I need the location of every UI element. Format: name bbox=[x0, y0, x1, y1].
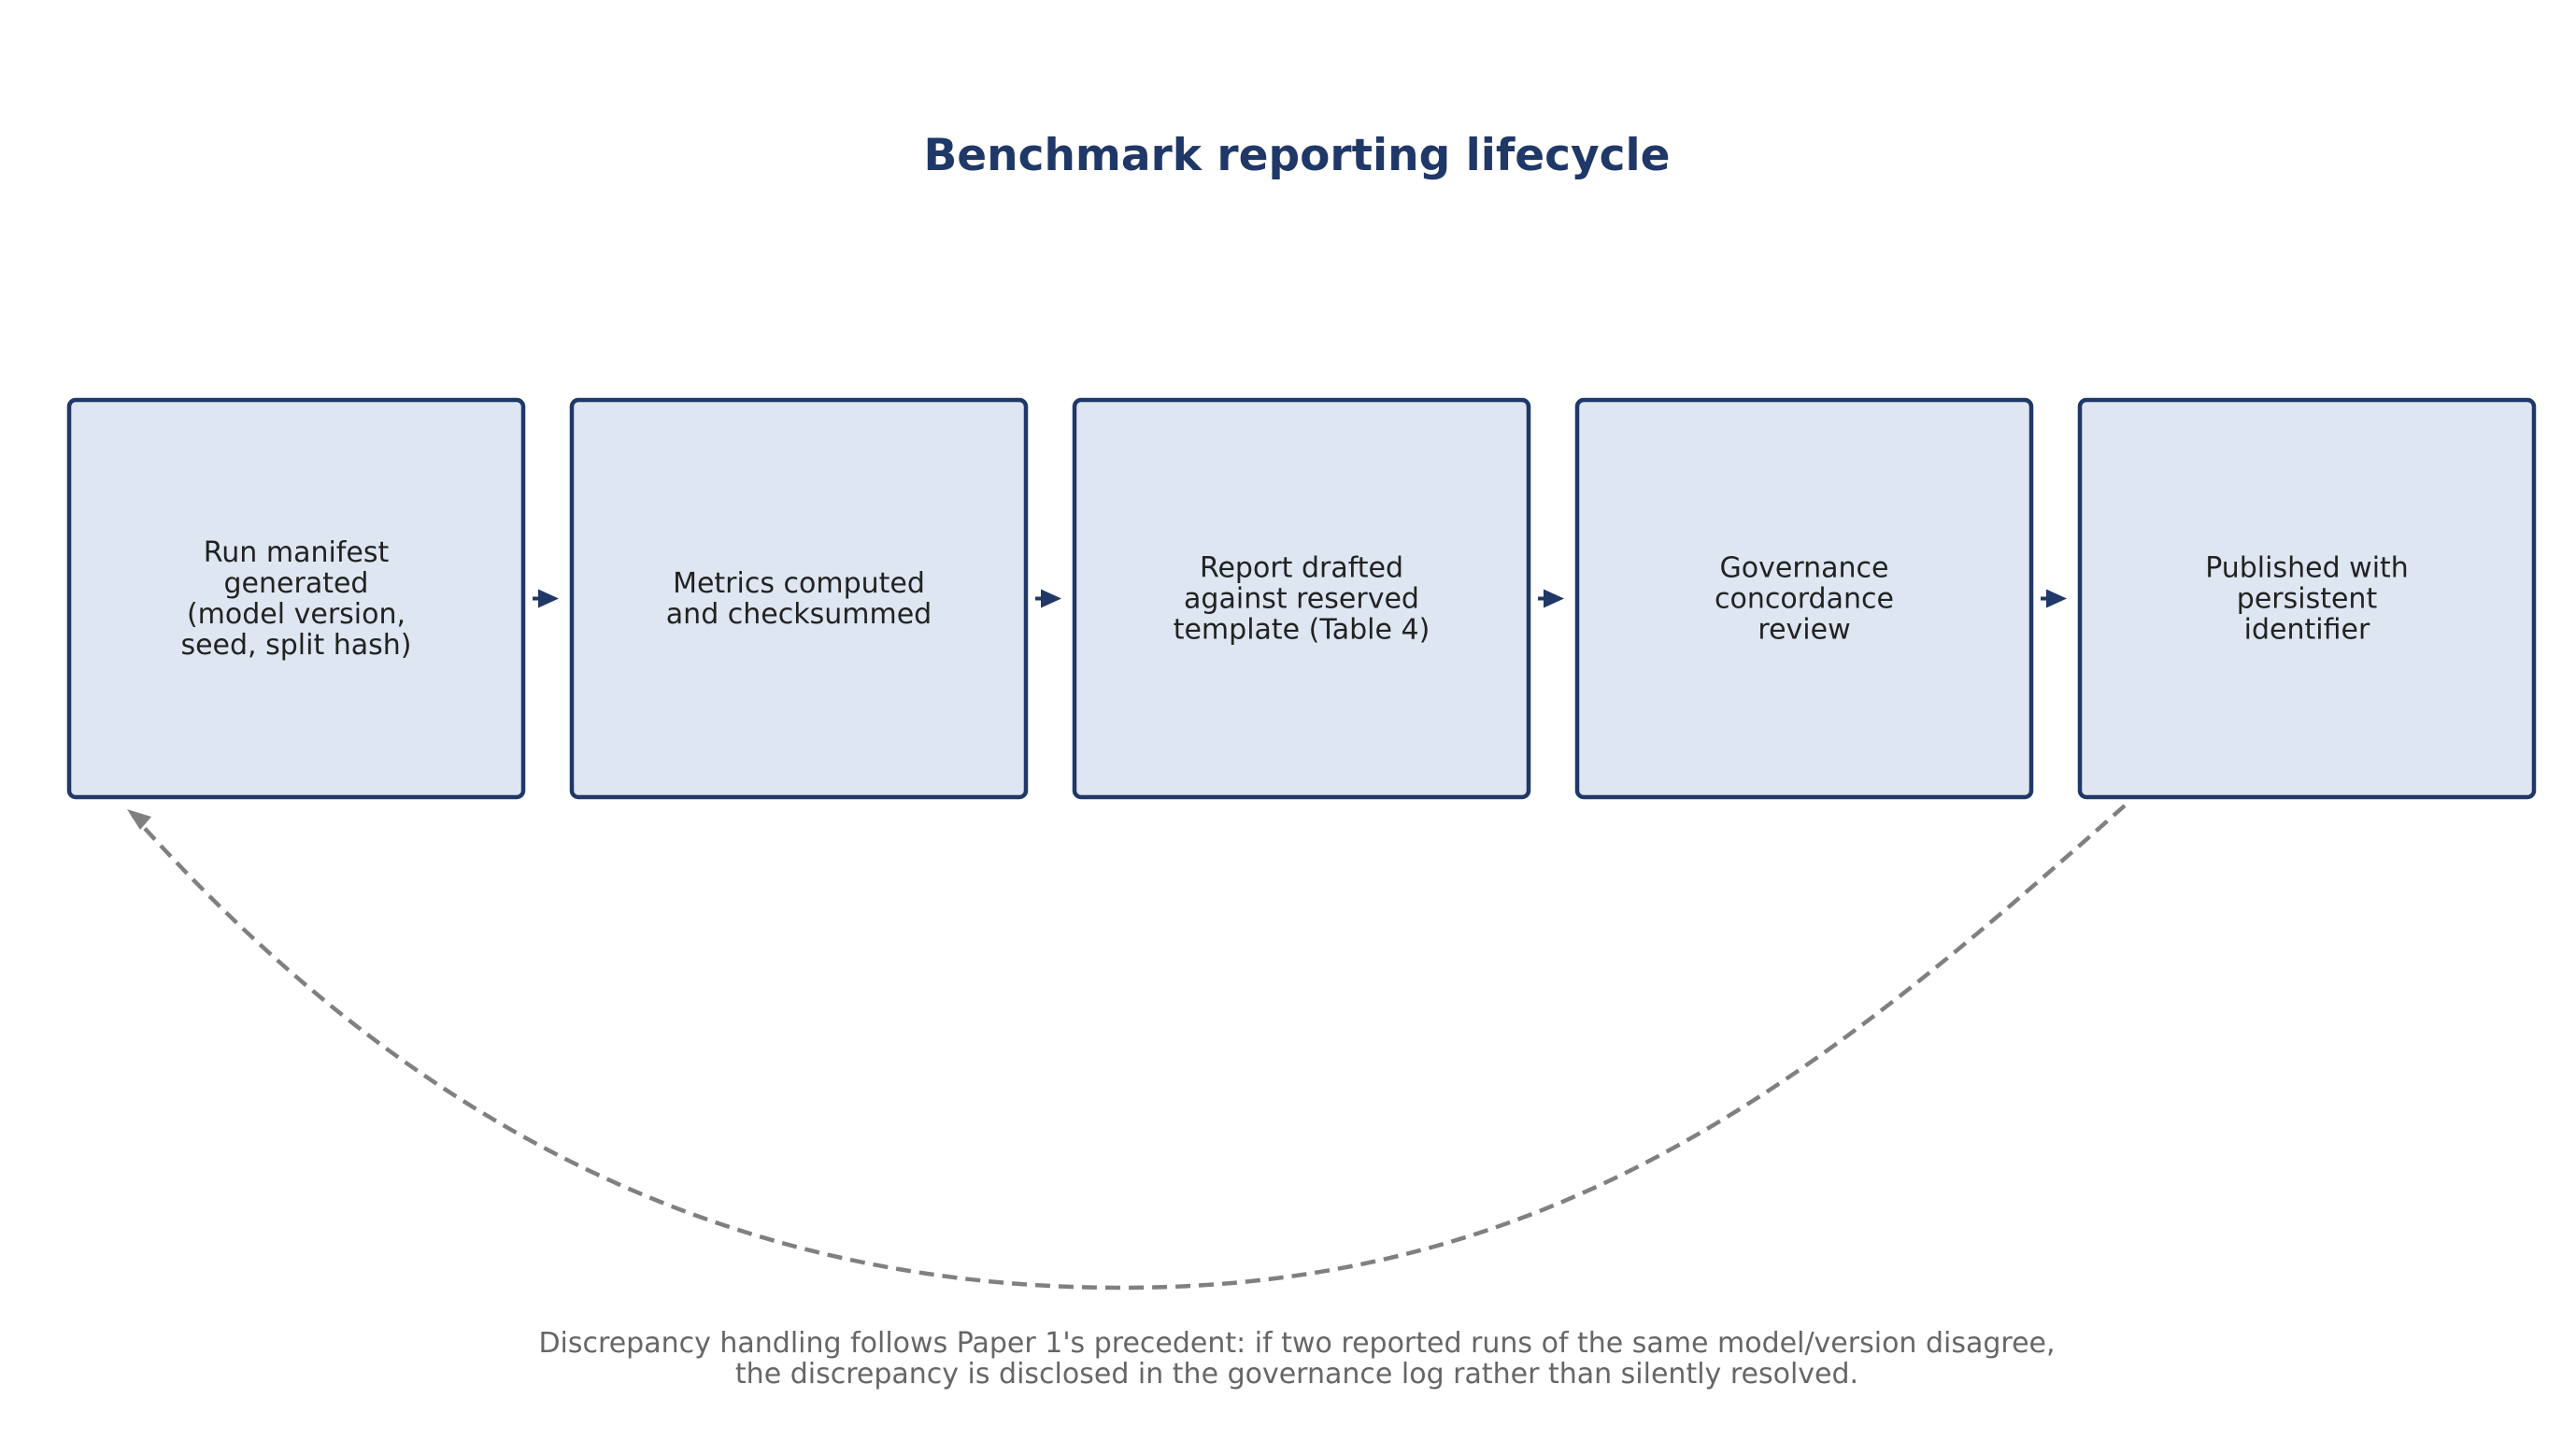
step-box bbox=[2077, 397, 2537, 800]
step-label-line: template (Table 4) bbox=[1174, 614, 1430, 647]
caption-line-2: the discrepancy is disclosed in the gove… bbox=[735, 1358, 1858, 1391]
step-arrow-2 bbox=[1041, 589, 1061, 608]
step-label-line: Published with bbox=[2205, 552, 2409, 585]
step-label-line: Governance bbox=[1720, 552, 1889, 585]
step-box bbox=[569, 397, 1029, 800]
step-label-line: persistent bbox=[2237, 583, 2378, 616]
step-box bbox=[66, 397, 526, 800]
step-box bbox=[1574, 397, 2034, 800]
feedback-loop-arrow bbox=[131, 804, 2127, 1291]
step-arrows bbox=[533, 589, 2067, 608]
step-arrow-3 bbox=[1544, 589, 1564, 608]
step-label-line: Metrics computed bbox=[673, 567, 925, 600]
step-label-line: identifier bbox=[2244, 614, 2370, 647]
step-box bbox=[1072, 397, 1531, 800]
diagram-title: Benchmark reporting lifecycle bbox=[923, 130, 1670, 181]
feedback-loop-arrowhead bbox=[127, 809, 151, 830]
step-label-line: generated bbox=[224, 567, 369, 600]
step-label-line: against reserved bbox=[1184, 583, 1419, 616]
step-label-line: review bbox=[1758, 614, 1850, 647]
step-arrow-1 bbox=[538, 589, 559, 608]
step-label-line: and checksummed bbox=[666, 598, 932, 631]
step-label-line: (model version, bbox=[187, 598, 406, 631]
step-label-line: Report drafted bbox=[1200, 552, 1403, 585]
step-label-line: seed, split hash) bbox=[180, 629, 411, 662]
step-label-line: Run manifest bbox=[204, 536, 390, 569]
step-label-line: concordance bbox=[1715, 583, 1894, 616]
step-arrow-4 bbox=[2046, 589, 2067, 608]
caption-line-1: Discrepancy handling follows Paper 1's p… bbox=[538, 1327, 2055, 1360]
